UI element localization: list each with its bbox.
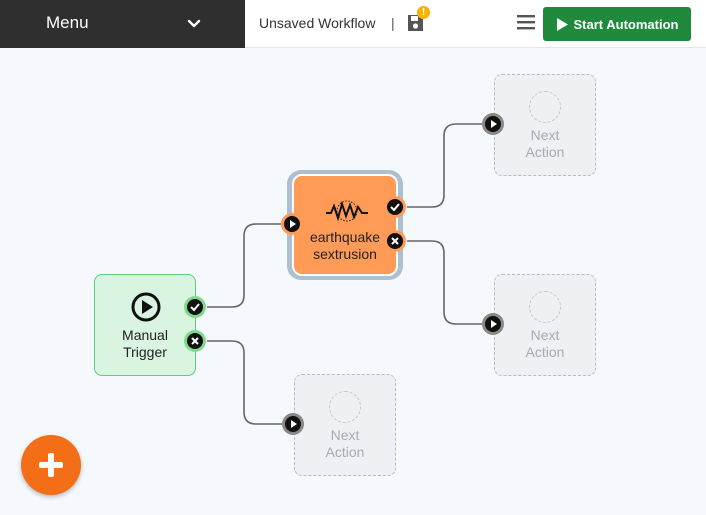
- failure-port-x-icon[interactable]: [183, 329, 207, 353]
- input-port-play-icon[interactable]: [281, 412, 305, 436]
- placeholder-label: Next Action: [525, 127, 565, 160]
- start-automation-button[interactable]: Start Automation: [543, 7, 691, 41]
- play-circle-icon: [131, 292, 161, 322]
- trigger-label: Manual Trigger: [122, 327, 168, 360]
- floppy-disk-icon[interactable]: [405, 13, 425, 33]
- chevron-down-icon[interactable]: [186, 16, 202, 32]
- play-icon: [556, 17, 568, 31]
- earthquake-action-node[interactable]: earthquake sextrusion: [292, 174, 398, 276]
- start-automation-label: Start Automation: [573, 16, 679, 32]
- success-port-check-icon[interactable]: [383, 195, 407, 219]
- wire-trigger-failure-to-next-action: [207, 340, 282, 425]
- action-label: earthquake sextrusion: [309, 229, 381, 262]
- placeholder-label: Next Action: [325, 427, 365, 460]
- placeholder-label: Next Action: [525, 327, 565, 360]
- input-port-play-icon[interactable]: [481, 112, 505, 136]
- add-node-button[interactable]: [21, 435, 81, 495]
- workflow-canvas[interactable]: Manual Trigger earthquake sextrusion Nex…: [0, 48, 706, 515]
- next-action-placeholder[interactable]: Next Action: [294, 374, 396, 476]
- placeholder-circle-icon: [529, 291, 561, 323]
- earthquake-logo-icon: [326, 200, 368, 222]
- success-port-check-icon[interactable]: [183, 295, 207, 319]
- next-action-placeholder[interactable]: Next Action: [494, 74, 596, 176]
- menu-panel[interactable]: Menu: [0, 0, 245, 48]
- placeholder-circle-icon: [329, 391, 361, 423]
- failure-port-x-icon[interactable]: [383, 229, 407, 253]
- placeholder-circle-icon: [529, 91, 561, 123]
- next-action-placeholder[interactable]: Next Action: [494, 274, 596, 376]
- unsaved-warning-badge: !: [417, 6, 430, 19]
- wire-action-success-to-next-action: [407, 123, 482, 208]
- wire-action-failure-to-next-action: [407, 240, 482, 325]
- toolbar: Unsaved Workflow | ! Start Automation: [245, 0, 706, 48]
- separator: |: [391, 15, 395, 31]
- menu-label: Menu: [46, 13, 89, 32]
- hamburger-icon[interactable]: [517, 14, 535, 30]
- input-port-play-icon[interactable]: [280, 212, 304, 236]
- input-port-play-icon[interactable]: [481, 312, 505, 336]
- connection-wires: [207, 123, 482, 425]
- workflow-title[interactable]: Unsaved Workflow: [259, 15, 376, 31]
- plus-icon: [39, 453, 63, 477]
- wire-trigger-success-to-action: [207, 223, 282, 308]
- manual-trigger-node[interactable]: Manual Trigger: [94, 274, 196, 376]
